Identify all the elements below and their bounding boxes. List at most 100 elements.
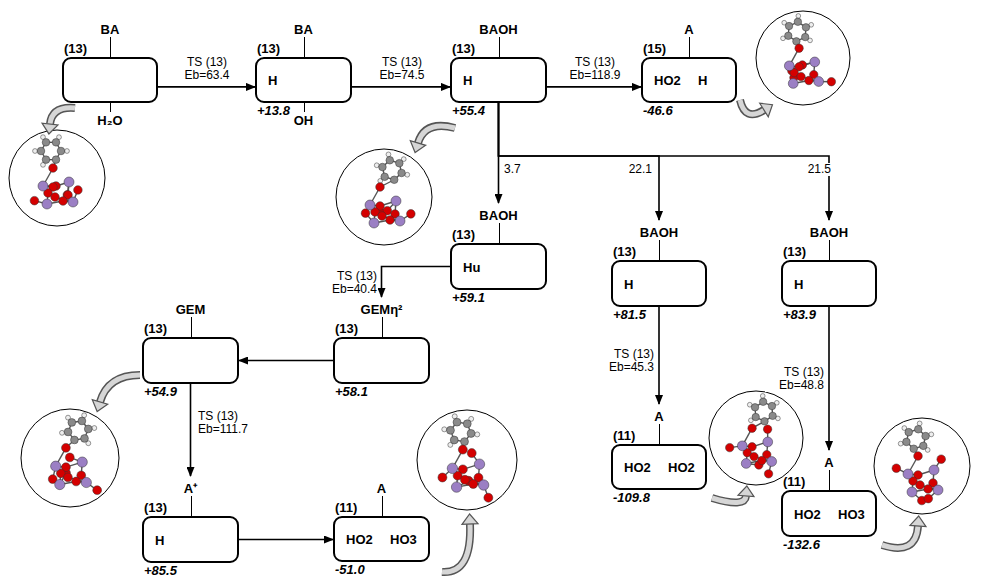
atom <box>914 452 923 461</box>
atom <box>407 210 416 219</box>
atom <box>910 445 918 453</box>
atom <box>763 425 771 433</box>
pointer-arrow-head <box>42 123 58 134</box>
atom <box>769 412 776 419</box>
reaction-arrow <box>499 103 830 220</box>
pointer-arrow <box>712 496 746 503</box>
atom <box>49 164 58 173</box>
pointer-arrow <box>712 496 746 503</box>
species-label: A <box>654 409 663 424</box>
species-label: BAOH <box>479 208 517 223</box>
site-label: H <box>794 276 803 291</box>
molecule <box>361 152 415 228</box>
atom <box>447 463 457 473</box>
atom <box>77 457 87 467</box>
atom <box>68 419 76 427</box>
atom <box>78 417 86 425</box>
pointer-arrow-head <box>738 486 754 497</box>
atom <box>802 24 809 31</box>
reaction-arrow <box>239 539 333 541</box>
pointer-arrow <box>442 524 470 572</box>
reaction-arrow <box>352 86 450 88</box>
atom <box>453 418 461 426</box>
site-label: H <box>268 73 277 88</box>
pointer-arrow-head <box>760 103 773 117</box>
charge-label: (13) <box>64 41 87 56</box>
atom <box>805 76 813 84</box>
atom <box>929 465 939 475</box>
atom <box>390 176 398 184</box>
species-label: BAOH <box>479 22 517 37</box>
site-label: H <box>463 73 472 88</box>
site-label: HO2 <box>794 506 821 521</box>
atom <box>374 163 379 168</box>
pointer-arrow-head <box>410 141 425 153</box>
species-label: BAOH <box>810 225 848 240</box>
atom <box>438 473 447 482</box>
atom <box>788 79 798 89</box>
atom <box>396 159 404 167</box>
energy-value: +81.5 <box>613 307 646 322</box>
atom <box>376 183 385 192</box>
species-label: BA <box>294 22 313 37</box>
site-label: HO2 <box>624 460 651 475</box>
energy-value: +13.8 <box>257 103 290 118</box>
atom <box>764 470 772 478</box>
site-label: HO2 <box>668 460 695 475</box>
atom <box>446 426 454 434</box>
energy-value: +83.9 <box>783 307 816 322</box>
atom <box>903 469 913 479</box>
species-label: OH <box>294 113 314 128</box>
structure-circle <box>709 391 803 485</box>
tick-line <box>110 101 111 112</box>
atom <box>922 432 930 440</box>
structure-circle <box>417 410 517 510</box>
reaction-arrow <box>158 86 255 88</box>
atom <box>365 200 375 210</box>
tick-line <box>110 37 111 57</box>
atom <box>451 482 461 492</box>
atom <box>748 424 756 432</box>
atom <box>467 449 476 458</box>
atom <box>458 445 467 454</box>
tick-line <box>382 496 383 516</box>
atom <box>469 479 478 488</box>
pointer-arrow <box>442 524 470 572</box>
atom <box>933 485 943 495</box>
atom <box>33 149 38 154</box>
charge-label: (11) <box>613 428 635 443</box>
pointer-arrow-head <box>910 516 926 527</box>
molecule <box>725 394 780 478</box>
tick-line <box>499 223 500 243</box>
edge-label: TS (13) Eb=74.5 <box>372 56 432 82</box>
atom <box>796 14 801 19</box>
atom <box>65 453 74 462</box>
charge-label: (13) <box>335 321 358 336</box>
atom <box>767 457 777 467</box>
atom <box>916 481 925 490</box>
atom <box>761 418 768 425</box>
atom <box>474 459 484 469</box>
atom <box>361 209 370 218</box>
charge-label: (11) <box>783 474 805 489</box>
charge-label: (11) <box>335 500 357 515</box>
species-label: A <box>824 455 833 470</box>
charge-label: (13) <box>452 41 475 56</box>
charge-label: (13) <box>257 41 280 56</box>
molecule <box>48 413 101 495</box>
atom <box>898 441 903 446</box>
edge-label: TS (13) Eb=40.4 <box>318 270 378 296</box>
charge-label: (15) <box>643 41 666 56</box>
atom <box>71 436 79 444</box>
site-label: HO3 <box>838 506 865 521</box>
species-label: H₂O <box>97 113 122 128</box>
reaction-arrow <box>190 384 192 476</box>
reaction-arrow <box>499 103 660 220</box>
molecule <box>781 14 836 89</box>
edge-label: TS (13) Eb=63.4 <box>177 56 237 82</box>
atom <box>794 18 801 25</box>
atom <box>55 479 65 489</box>
atom <box>379 163 387 171</box>
tick-line <box>829 470 830 490</box>
tick-line <box>829 240 830 260</box>
